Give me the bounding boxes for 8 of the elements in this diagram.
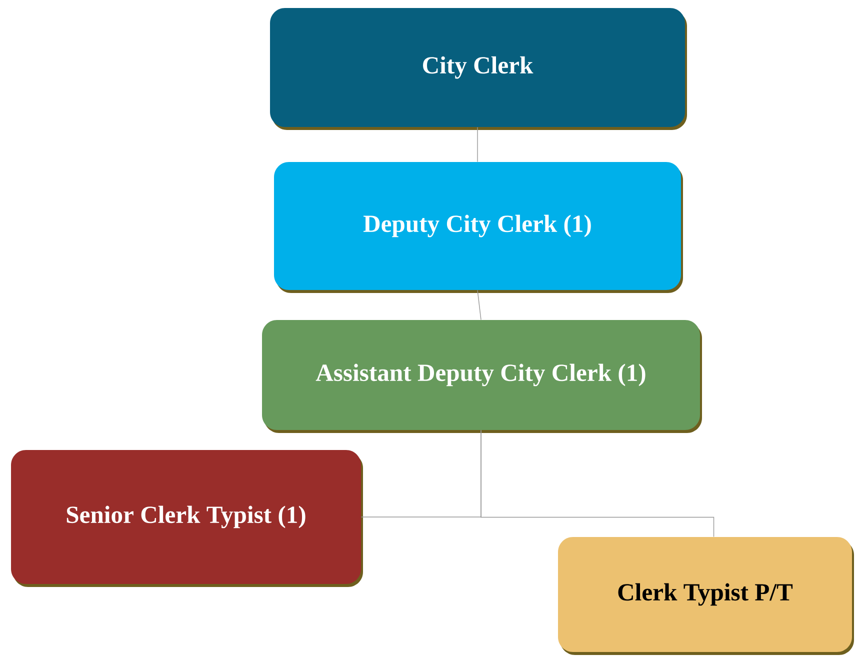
org-box: City Clerk	[270, 8, 687, 130]
org-box: Senior Clerk Typist (1)	[11, 450, 363, 587]
connector-line	[477, 290, 482, 320]
org-box: Clerk Typist P/T	[558, 537, 854, 655]
org-box: Deputy City Clerk (1)	[274, 162, 683, 293]
org-box: Assistant Deputy City Clerk (1)	[262, 320, 702, 433]
connector-line	[477, 126, 478, 162]
connector-line	[480, 430, 714, 538]
